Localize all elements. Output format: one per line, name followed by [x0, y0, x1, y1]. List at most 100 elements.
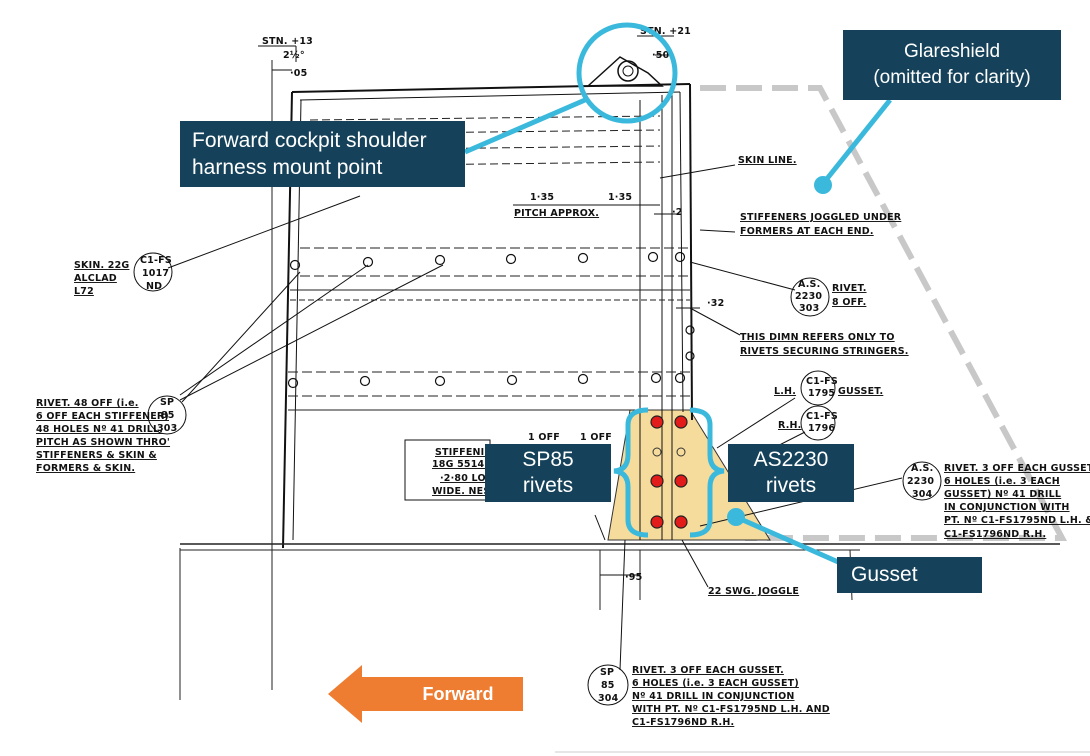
cifs-1017-3: ND — [146, 281, 162, 292]
harness-mount-lug — [586, 56, 664, 87]
b3-2: 6 HOLES (i.e. 3 EACH GUSSET) — [632, 678, 799, 689]
r3-4: IN CONJUNCTION WITH — [944, 502, 1070, 513]
sp303-3: 303 — [157, 423, 177, 434]
sp303-1: SP — [160, 397, 174, 408]
rh-cifs-2: 1796 — [808, 423, 835, 434]
as303-1: A.S. — [798, 279, 820, 290]
dim-2: ·2 — [672, 207, 683, 218]
as304-3: 304 — [912, 489, 933, 500]
as303-2: 2230 — [795, 291, 822, 302]
rivet48-1: RIVET. 48 OFF (i.e. — [36, 398, 139, 409]
rivet48-2: 6 OFF EACH STIFFENER) — [36, 411, 169, 422]
pitch-approx: PITCH APPROX. — [514, 208, 599, 219]
as2230-callout-line2: rivets — [765, 474, 817, 497]
as2230-rivets-callout: AS2230 rivets — [728, 444, 854, 502]
forward-arrow: Forward — [328, 665, 528, 723]
harness-callout-line1: Forward cockpit shoulder — [192, 129, 427, 152]
skin-spec-2: ALCLAD — [74, 273, 117, 284]
r3-1: RIVET. 3 OFF EACH GUSSET. — [944, 463, 1090, 474]
stiff-4: WIDE. NEST — [432, 486, 497, 497]
dimn-line2: RIVETS SECURING STRINGERS. — [740, 346, 909, 357]
sp303-2: 85 — [161, 410, 175, 421]
stiffeners-line2: FORMERS AT EACH END. — [740, 226, 874, 237]
harness-connector — [464, 97, 586, 155]
dim-05: ·05 — [290, 68, 307, 79]
glare-connector-dot — [814, 176, 832, 194]
glareshield-outline — [700, 85, 1068, 541]
r3-5: PT. Nº C1-FS1795ND L.H. & — [944, 515, 1090, 526]
as2230-brace — [689, 407, 725, 538]
stiff-1: STIFFENIN — [435, 447, 493, 458]
joggle-label: 22 SWG. JOGGLE — [708, 586, 799, 597]
sp304-3: 304 — [598, 693, 619, 704]
glare-callout-line2: (omitted for clarity) — [873, 67, 1031, 88]
glare-connector — [820, 98, 892, 187]
cifs-1017-2: 1017 — [142, 268, 169, 279]
sp304-1: SP — [600, 667, 614, 678]
r3-3: GUSSET) Nº 41 DRILL — [944, 489, 1061, 500]
lh-cifs-1: C1-FS — [806, 376, 838, 387]
glare-callout-line1: Glareshield — [903, 41, 1001, 62]
dim-2-5: 2½° — [283, 50, 305, 61]
stn13-label: STN. +13 — [262, 36, 313, 47]
forward-label: Forward — [422, 684, 494, 704]
harness-callout-line2: harness mount point — [192, 156, 383, 179]
r3-6: C1-FS1796ND R.H. — [944, 529, 1046, 540]
b3-1: RIVET. 3 OFF EACH GUSSET. — [632, 665, 784, 676]
drawing-annotations: STN. +13 2½° ·05 STN. +21 ·50 SKIN LINE.… — [36, 26, 1090, 728]
rivet48-4: PITCH AS SHOWN THRO' — [36, 437, 170, 448]
gusset-interior-holes — [652, 447, 686, 457]
skin-line-label: SKIN LINE. — [738, 155, 797, 166]
r3-2: 6 HOLES (i.e. 3 EACH — [944, 476, 1060, 487]
stringer-rivets — [287, 251, 695, 389]
sp304-2: 85 — [601, 680, 615, 691]
skin-spec-3: L72 — [74, 286, 94, 297]
stiff-3: ·2·80 LO — [440, 473, 486, 484]
cifs-1017-1: C1-FS — [140, 255, 172, 266]
sp85-brace — [613, 407, 649, 538]
lh-label: L.H. — [774, 386, 796, 397]
b3-4: WITH PT. Nº C1-FS1795ND L.H. AND — [632, 704, 830, 715]
sp85-rivets-callout: SP85 rivets — [485, 444, 611, 502]
rivet48-5: STIFFENERS & SKIN & — [36, 450, 157, 461]
gusset-callout: Gusset — [837, 557, 982, 593]
as304-1: A.S. — [911, 463, 933, 474]
b3-3: Nº 41 DRILL IN CONJUNCTION — [632, 691, 795, 702]
as2230-callout-line1: AS2230 — [753, 448, 829, 471]
as304-2: 2230 — [907, 476, 934, 487]
off-1: 1 OFF — [528, 432, 560, 443]
gusset-word: GUSSET. — [838, 386, 883, 397]
rivet8-1: RIVET. — [832, 283, 867, 294]
harness-mount-callout: Forward cockpit shoulder harness mount p… — [180, 121, 465, 187]
forward-arrow-icon — [328, 665, 523, 723]
dim-32: ·32 — [707, 298, 724, 309]
gusset-connector — [734, 514, 847, 568]
stiff-2: 18G 5514 L — [432, 459, 494, 470]
gusset-rivets — [650, 415, 688, 529]
dim-50: ·50 — [652, 50, 670, 61]
dim-135a: 1·35 — [530, 192, 554, 203]
glareshield-callout: Glareshield (omitted for clarity) — [843, 30, 1061, 100]
gusset-shape — [607, 409, 771, 541]
rivet48-6: FORMERS & SKIN. — [36, 463, 135, 474]
skin-spec-1: SKIN. 22G — [74, 260, 129, 271]
rivet48-3: 48 HOLES Nº 41 DRILL. — [36, 424, 163, 435]
as303-3: 303 — [799, 303, 819, 314]
gusset-connector-dot — [727, 508, 745, 526]
stn21-label: STN. +21 — [640, 26, 691, 37]
dim-95: ·95 — [625, 572, 642, 583]
stiffeners-line1: STIFFENERS JOGGLED UNDER — [740, 212, 902, 223]
gusset-callout-label: Gusset — [851, 563, 918, 586]
dimn-line1: THIS DIMN REFERS ONLY TO — [740, 332, 895, 343]
dim-135b: 1·35 — [608, 192, 632, 203]
sp85-callout-line1: SP85 — [522, 448, 574, 471]
rh-label: R.H. — [778, 420, 801, 431]
b3-5: C1-FS1796ND R.H. — [632, 717, 734, 728]
harness-highlight-ring — [576, 22, 678, 124]
off-2: 1 OFF — [580, 432, 612, 443]
lh-cifs-2: 1795 — [808, 388, 835, 399]
sp85-callout-line2: rivets — [522, 474, 574, 497]
rh-cifs-1: C1-FS — [806, 411, 838, 422]
rivet8-2: 8 OFF. — [832, 297, 866, 308]
